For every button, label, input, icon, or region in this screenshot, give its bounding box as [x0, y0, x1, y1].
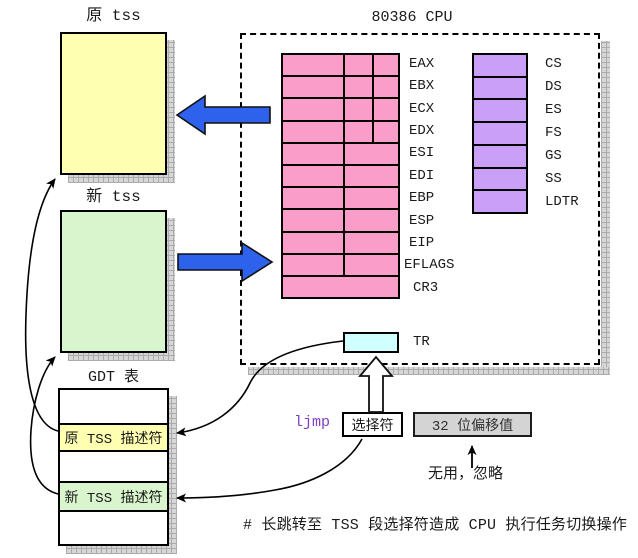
reg-row-eflags [283, 252, 398, 275]
seg-label-es: ES [545, 102, 562, 118]
old-descriptor-to-old-tss-curve [24, 178, 59, 432]
segment-register-labels: CS DS ES FS GS SS LDTR [540, 53, 594, 214]
new-descriptor-to-new-tss-curve [29, 356, 59, 495]
seg-row-fs [474, 121, 526, 144]
segment-register-table [472, 53, 528, 214]
seg-label-ss: SS [545, 171, 562, 187]
reg-row-ebp [283, 186, 398, 209]
seg-row-ldtr [474, 189, 526, 213]
reg-row-eax [283, 55, 398, 76]
reg-label-eip: EIP [409, 234, 435, 251]
reg-label-ebx: EBX [409, 78, 435, 95]
seg-row-ds [474, 75, 526, 99]
old-tss-label: 原 tss [86, 7, 141, 25]
general-register-table [281, 53, 400, 299]
reg-row-edx [283, 119, 398, 142]
reg-label-ebp: EBP [409, 190, 435, 207]
new-tss-box [60, 210, 167, 353]
gdt-title: GDT 表 [87, 369, 139, 386]
seg-row-cs [474, 55, 526, 76]
seg-row-gs [474, 143, 526, 167]
reg-label-edi: EDI [409, 167, 435, 184]
ljmp-mnemonic: ljmp [294, 414, 331, 431]
footer-comment: # 长跳转至 TSS 段选择符造成 CPU 执行任务切换操作 [243, 517, 628, 534]
reg-row-ecx [283, 97, 398, 120]
seg-row-es [474, 98, 526, 122]
gdt-row-empty-1 [60, 390, 167, 423]
seg-label-fs: FS [545, 125, 562, 141]
reg-row-eip [283, 230, 398, 253]
offset-note: 无用，忽略 [428, 466, 504, 483]
reg-label-cr3: CR3 [413, 279, 439, 296]
new-tss-label: 新 tss [86, 188, 141, 206]
cpu-title: 80386 CPU [371, 9, 453, 26]
reg-label-eax: EAX [409, 56, 435, 72]
reg-label-esi: ESI [409, 145, 435, 162]
cpu-box-shadow-right [601, 41, 610, 373]
offset-box: 32 位偏移值 [413, 412, 532, 437]
reg-label-ecx: ECX [409, 100, 435, 117]
selector-to-new-descriptor-curve [176, 438, 363, 503]
reg-row-ebx [283, 75, 398, 98]
tr-box [343, 332, 399, 353]
gdt-row-empty-2 [60, 452, 167, 481]
seg-label-cs: CS [545, 56, 562, 72]
reg-row-cr3 [283, 274, 398, 298]
reg-row-esi [283, 141, 398, 164]
reg-label-esp: ESP [409, 212, 435, 229]
seg-row-ss [474, 166, 526, 190]
reg-label-edx: EDX [409, 123, 435, 140]
seg-label-gs: GS [545, 148, 562, 164]
reg-label-eflags: EFLAGS [404, 257, 455, 274]
gdt-table: 原 TSS 描述符 新 TSS 描述符 [58, 388, 169, 546]
selector-to-tr-arrow [358, 355, 394, 413]
cpu-box-shadow-bottom [248, 367, 610, 375]
reg-row-esp [283, 208, 398, 231]
gdt-row-old-tss-descriptor: 原 TSS 描述符 [60, 423, 167, 452]
gdt-row-new-tss-descriptor: 新 TSS 描述符 [60, 481, 167, 512]
seg-label-ldtr: LDTR [545, 194, 579, 210]
tr-label: TR [413, 334, 430, 350]
old-tss-box [60, 32, 167, 175]
seg-label-ds: DS [545, 79, 562, 95]
gdt-row-empty-3 [60, 512, 167, 544]
general-register-labels: EAX EBX ECX EDX ESI EDI EBP ESP EIP EFLA… [404, 53, 466, 299]
cpu-box [240, 33, 600, 365]
selector-box: 选择符 [342, 412, 403, 437]
reg-row-edi [283, 163, 398, 187]
